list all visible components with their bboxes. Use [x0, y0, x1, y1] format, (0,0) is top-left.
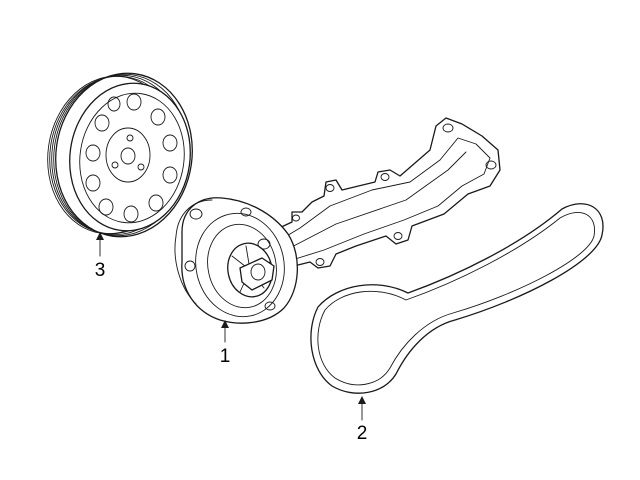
leader-arrow-3: [96, 232, 104, 240]
callout-3: 3: [95, 232, 106, 281]
callout-1: 1: [220, 320, 231, 367]
callout-2: 2: [357, 396, 368, 444]
pulley-holes: [85, 93, 178, 223]
callout-label-1: 1: [220, 346, 231, 367]
impeller: [227, 238, 275, 298]
water-pump-part-1: [174, 117, 501, 324]
callout-label-2: 2: [357, 423, 368, 444]
callout-label-3: 3: [95, 260, 106, 281]
pulley-part-3: [47, 72, 193, 238]
leader-arrow-1: [221, 320, 229, 328]
leader-arrow-2: [358, 396, 366, 404]
gasket-part-2: [310, 203, 604, 394]
